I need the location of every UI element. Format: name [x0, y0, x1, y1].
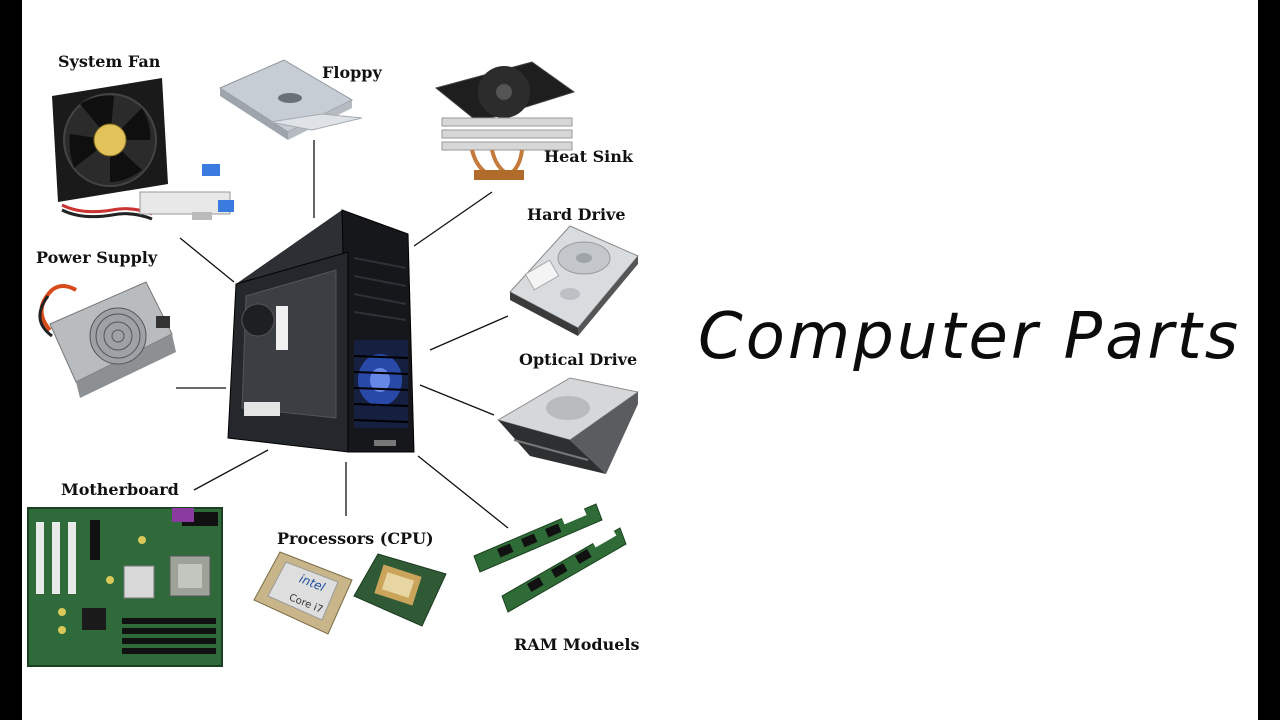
connector-hard-drive: [429, 315, 509, 351]
computer-case-image: [227, 209, 415, 453]
diagram-graphics: intel Core i7: [27, 59, 640, 667]
label-power-supply: Power Supply: [36, 248, 158, 267]
label-cpu: Processors (CPU): [277, 529, 434, 548]
page-title: Computer Parts: [698, 300, 1242, 374]
floppy-image: [218, 59, 363, 140]
connector-optical-drive: [419, 384, 495, 416]
system-fan-image: [52, 78, 234, 221]
label-hard-drive: Hard Drive: [527, 205, 626, 224]
connector-motherboard: [193, 449, 269, 491]
label-optical-drive: Optical Drive: [519, 350, 638, 369]
label-floppy: Floppy: [322, 63, 382, 82]
label-ram: RAM Moduels: [514, 635, 640, 654]
hard-drive-image: [509, 225, 639, 336]
cpu-image: intel Core i7: [253, 551, 447, 635]
ram-image: [473, 503, 627, 613]
heat-sink-image: [434, 61, 576, 180]
power-supply-image: [38, 281, 176, 398]
label-motherboard: Motherboard: [61, 480, 179, 499]
connector-heat-sink: [413, 191, 493, 247]
connector-lines: [176, 140, 509, 529]
connector-system-fan: [179, 237, 235, 283]
connector-ram: [417, 455, 509, 529]
optical-drive-image: [496, 377, 640, 474]
label-system-fan: System Fan: [58, 52, 161, 71]
motherboard-image: [27, 507, 223, 667]
label-heat-sink: Heat Sink: [544, 147, 633, 166]
diagram-canvas: intel Core i7: [22, 0, 1258, 720]
